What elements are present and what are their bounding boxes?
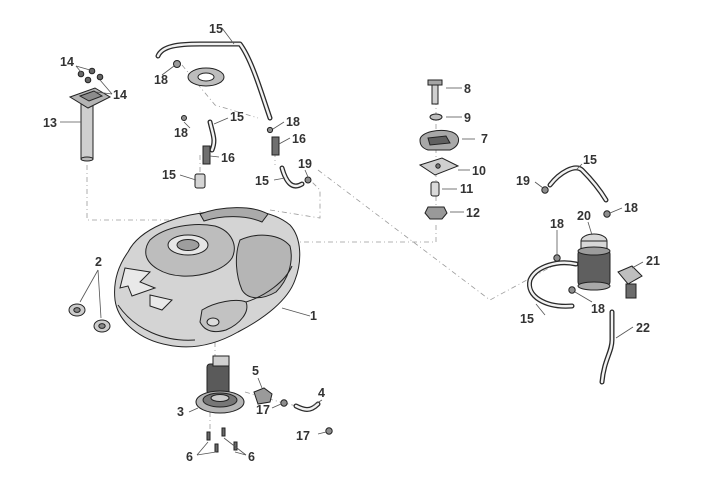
callout-13: 13 xyxy=(43,116,57,130)
fuel-level-sender xyxy=(60,65,113,162)
callout-18-left: 18 xyxy=(174,126,188,140)
callout-15-center: 15 xyxy=(230,110,244,124)
callout-17-lower: 17 xyxy=(296,429,310,443)
callout-17-upper: 17 xyxy=(256,403,270,417)
callout-7: 7 xyxy=(481,132,488,146)
callout-6-left: 6 xyxy=(186,450,193,464)
callout-18-canister-top: 18 xyxy=(550,217,564,231)
callout-14-right: 14 xyxy=(113,88,127,102)
callout-19-right: 19 xyxy=(516,174,530,188)
callout-5: 5 xyxy=(252,364,259,378)
callout-3: 3 xyxy=(177,405,184,419)
callout-8: 8 xyxy=(464,82,471,96)
callout-6-right: 6 xyxy=(248,450,255,464)
part-number-labels: 1 2 3 4 5 6 6 7 8 9 10 11 12 13 14 14 15… xyxy=(43,22,660,464)
callout-14-top: 14 xyxy=(60,55,74,69)
callout-2: 2 xyxy=(95,255,102,269)
rollover-valve-stack xyxy=(418,79,475,220)
callout-15-right-upper: 15 xyxy=(583,153,597,167)
callout-15-top: 15 xyxy=(209,22,223,36)
callout-11: 11 xyxy=(460,182,473,196)
callout-4: 4 xyxy=(318,386,325,400)
callout-18-center: 18 xyxy=(286,115,300,129)
breather-hose-top xyxy=(155,27,273,121)
callout-16-left: 16 xyxy=(221,151,235,165)
fuel-pump-assembly xyxy=(188,355,333,456)
callout-22: 22 xyxy=(636,321,650,335)
callout-15-left: 15 xyxy=(162,168,176,182)
breather-valves-center xyxy=(179,115,312,189)
callout-21: 21 xyxy=(646,254,660,268)
evap-canister-assembly xyxy=(527,163,644,385)
callout-18-top: 18 xyxy=(154,73,168,87)
callout-19-center: 19 xyxy=(298,157,312,171)
fuel-tank xyxy=(114,207,311,348)
callout-18-lower: 18 xyxy=(591,302,605,316)
callout-10: 10 xyxy=(472,164,486,178)
callout-16-right: 16 xyxy=(292,132,306,146)
callout-20: 20 xyxy=(577,209,591,223)
callout-15-right-lower: 15 xyxy=(520,312,534,326)
pump-mounting-bolts xyxy=(206,427,238,453)
callout-9: 9 xyxy=(464,111,471,125)
callout-18-right: 18 xyxy=(624,201,638,215)
callout-15-lower: 15 xyxy=(255,174,269,188)
rubber-grommets xyxy=(68,269,111,333)
callout-1: 1 xyxy=(310,309,317,323)
callout-12: 12 xyxy=(466,206,480,220)
